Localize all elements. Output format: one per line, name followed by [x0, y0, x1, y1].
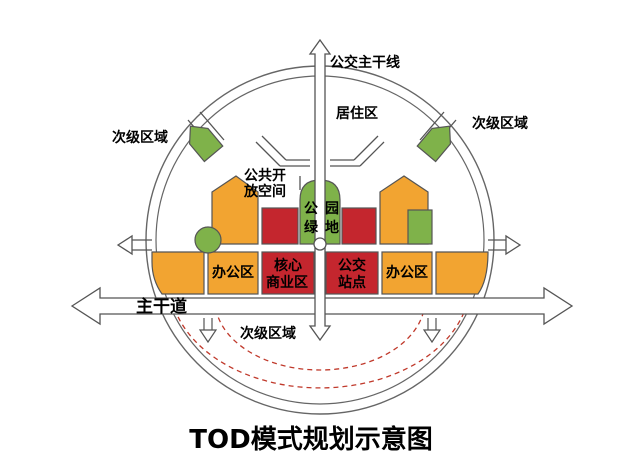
side-road-left-arrow — [116, 234, 133, 256]
label-core-2: 商业区 — [266, 274, 308, 291]
label-core-1: 核心 — [274, 257, 302, 274]
label-green-3: 绿 — [304, 219, 319, 236]
bus-trunk-arrow — [308, 38, 332, 342]
block-green-right — [407, 209, 433, 245]
label-transit-1: 公交 — [338, 257, 366, 274]
side-road-right — [488, 239, 508, 251]
down-stubs — [198, 318, 442, 344]
label-office-left: 办公区 — [212, 264, 254, 281]
side-road-left — [130, 239, 152, 251]
side-road-right-arrow — [505, 234, 522, 256]
label-green-2: 园 — [325, 201, 339, 217]
block-red-upper-right — [341, 207, 377, 245]
label-green-1: 公 — [304, 201, 318, 217]
label-office-right: 办公区 — [386, 264, 428, 281]
block-office-right — [381, 251, 433, 295]
label-public-space-1: 公共开 — [244, 167, 286, 184]
upper-streets — [255, 135, 385, 190]
diagram-title: TOD模式规划示意图 — [189, 424, 432, 455]
secondary-node-right — [416, 125, 452, 163]
label-secondary-bottom: 次级区域 — [240, 325, 296, 342]
block-lower-left-outer — [151, 251, 205, 295]
label-residential: 居住区 — [336, 105, 378, 122]
label-secondary-left: 次级区域 — [112, 129, 168, 146]
block-core-commercial — [261, 251, 315, 295]
green-circle-node — [194, 226, 222, 254]
label-secondary-right: 次级区域 — [472, 115, 528, 132]
block-red-upper-left — [261, 207, 299, 245]
secondary-node-left — [188, 125, 224, 163]
dashed-arc-inner — [214, 299, 426, 371]
center-node — [313, 237, 327, 251]
label-green-4: 地 — [325, 219, 339, 236]
dashed-arc-outer — [171, 299, 469, 389]
label-bus-trunk-line: 公交主干线 — [330, 54, 400, 71]
block-lower-right-outer — [435, 251, 489, 295]
label-public-space-2: 放空间 — [243, 183, 286, 200]
block-transit-station — [325, 251, 379, 295]
block-office-left — [207, 251, 259, 295]
label-main-road: 主干道 — [136, 296, 187, 317]
label-transit-2: 站点 — [338, 274, 366, 291]
